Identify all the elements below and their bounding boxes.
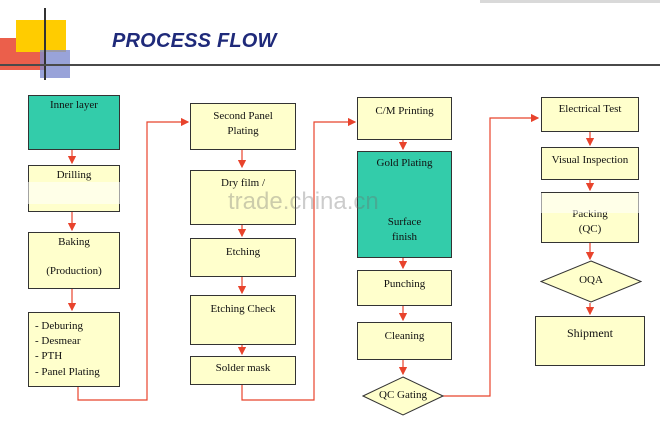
decision-oqa-shape <box>539 260 643 303</box>
step-solder-mask-label: Solder mask <box>215 362 271 374</box>
step-etching-check-label: Etching Check <box>210 303 276 315</box>
watermark-blur-right <box>520 193 660 213</box>
step-surface-label: Surface <box>387 215 422 228</box>
step-baking-sub: (Production) <box>46 264 102 277</box>
step-shipment-label: Shipment <box>566 326 613 340</box>
step-finish-label: finish <box>391 230 418 243</box>
step-cm-printing: C/M Printing <box>357 97 452 140</box>
step-second-panel-label-2: Plating <box>227 124 259 137</box>
list-item-pth: - PTH <box>35 350 63 363</box>
decision-oqa: OQA <box>539 260 643 303</box>
step-punching-label: Punching <box>383 278 426 290</box>
step-cm-printing-label: C/M Printing <box>375 105 434 117</box>
step-baking-label: Baking <box>58 236 90 248</box>
step-baking: Baking (Production) <box>28 232 120 289</box>
page-title: PROCESS FLOW <box>112 30 277 52</box>
list-item-desmear: - Desmear <box>35 335 81 348</box>
step-gold-plating: Gold Plating Surface finish <box>357 151 452 258</box>
step-etching: Etching <box>190 238 296 277</box>
step-etching-check: Etching Check <box>190 295 296 345</box>
step-second-panel-label-1: Second Panel <box>213 110 273 122</box>
step-drilling-label: Drilling <box>56 169 92 181</box>
title-rule <box>0 64 660 66</box>
top-strip <box>480 0 660 3</box>
step-punching: Punching <box>357 270 452 306</box>
step-inner-layer: Inner layer <box>28 95 120 150</box>
list-item-deburing: - Deburing <box>35 320 83 332</box>
watermark-blur-left <box>0 182 130 204</box>
decision-qc-gating-shape <box>361 376 445 416</box>
step-visual-inspection-label: Visual Inspection <box>551 154 629 166</box>
decision-qc-gating-label: QC Gating <box>379 389 427 401</box>
step-gold-plating-label: Gold Plating <box>376 157 433 169</box>
step-solder-mask: Solder mask <box>190 356 296 385</box>
decision-qc-gating: QC Gating <box>361 376 445 416</box>
step-cleaning-label: Cleaning <box>384 330 425 342</box>
list-item-panel-plating: - Panel Plating <box>35 365 100 378</box>
step-visual-inspection: Visual Inspection <box>541 147 639 180</box>
deco-yellow-block <box>16 20 66 52</box>
step-electrical-test: Electrical Test <box>541 97 639 132</box>
deco-vertical-line <box>44 8 46 80</box>
step-plating-list: - Deburing - Desmear - PTH - Panel Plati… <box>28 312 120 387</box>
step-dry-film: Dry film / <box>190 170 296 225</box>
step-dry-film-label: Dry film / <box>221 177 265 189</box>
step-shipment: Shipment <box>535 316 645 366</box>
step-second-panel-plating: Second Panel Plating <box>190 103 296 150</box>
step-etching-label: Etching <box>225 246 261 258</box>
step-electrical-test-label: Electrical Test <box>558 103 622 115</box>
step-inner-layer-label: Inner layer <box>50 99 98 111</box>
step-cleaning: Cleaning <box>357 322 452 360</box>
step-packing-sub: (QC) <box>578 222 602 235</box>
decision-oqa-label: OQA <box>579 274 603 286</box>
watermark-text: trade.china.cn <box>228 188 379 215</box>
